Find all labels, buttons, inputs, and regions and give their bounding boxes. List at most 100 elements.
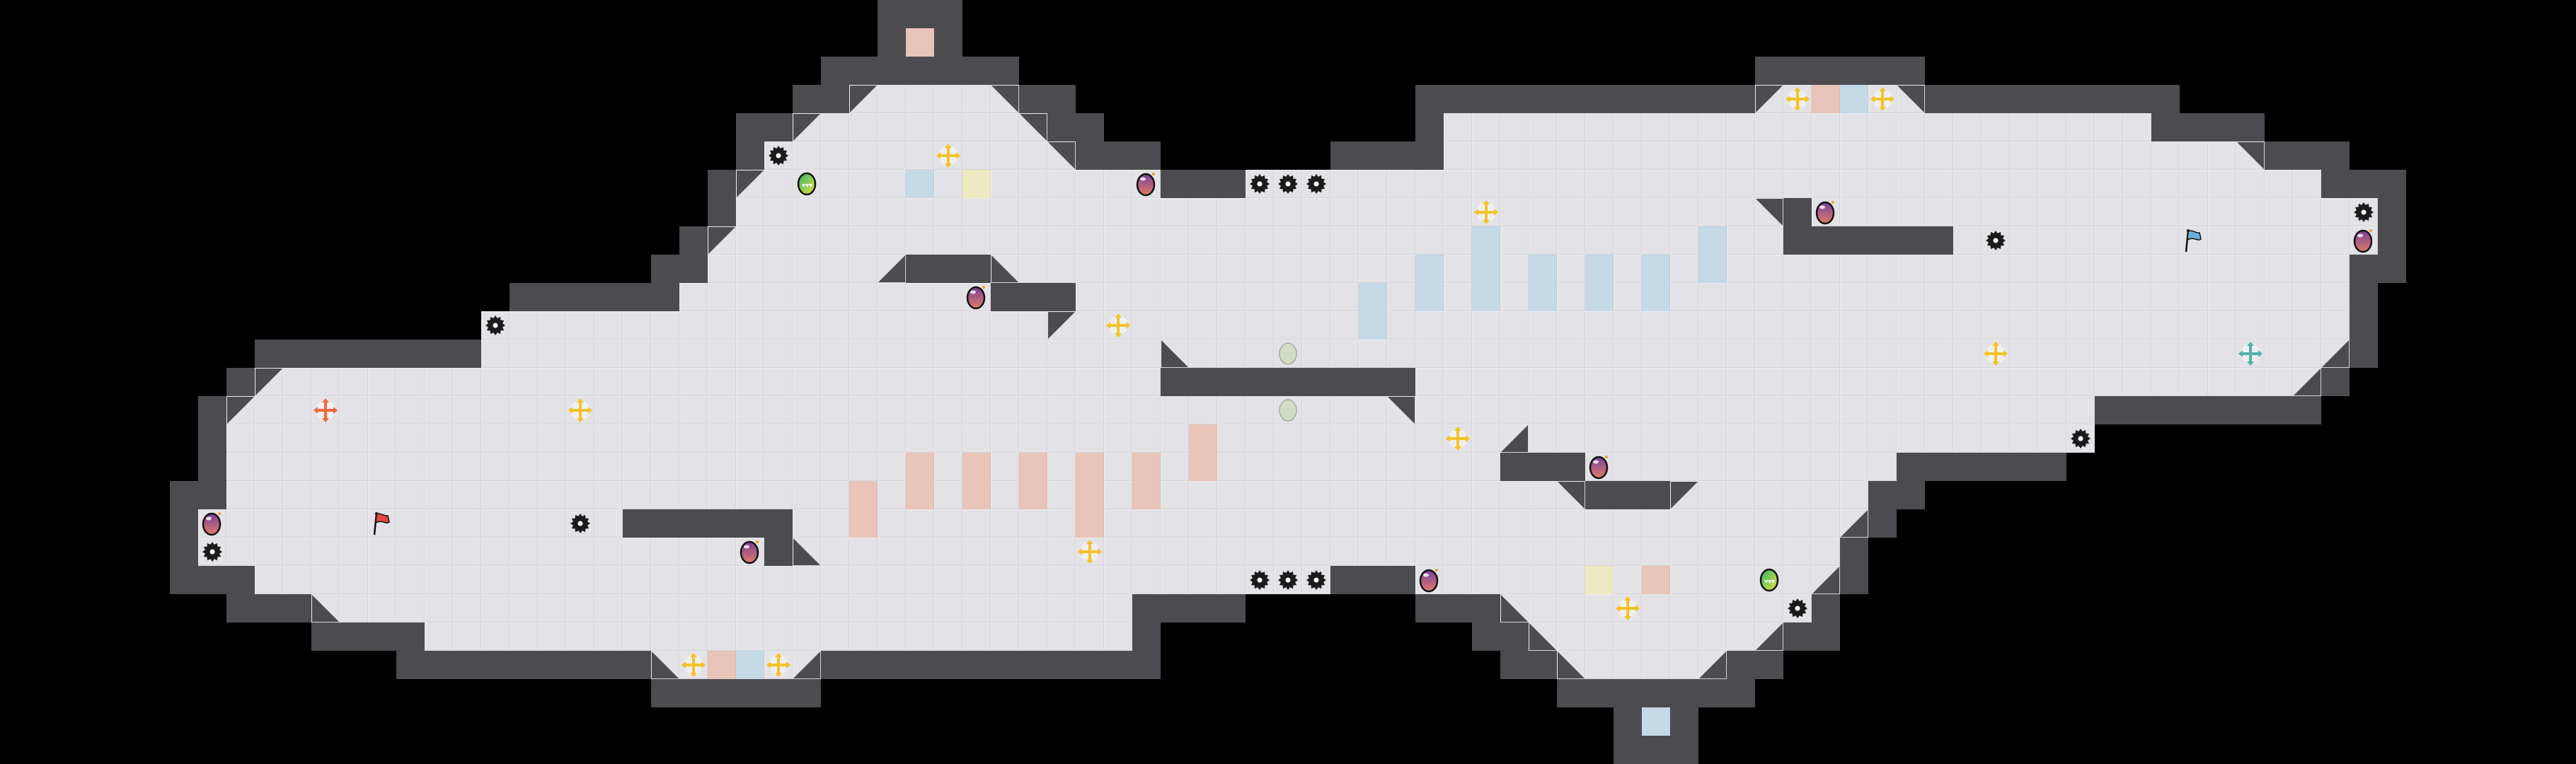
wall-tile (2010, 85, 2038, 113)
floor-tile (340, 368, 368, 396)
floor-tile (566, 424, 594, 453)
wall-tile (708, 198, 736, 226)
floor-tile (1444, 509, 1472, 538)
floor-tile (1698, 368, 1727, 396)
floor-tile (1670, 198, 1698, 226)
floor-tile (849, 424, 878, 453)
wall-tile (1727, 651, 1755, 679)
wall-tile (1670, 736, 1698, 764)
floor-tile (1019, 594, 1047, 623)
wall-tile (538, 283, 566, 311)
floor-tile (1812, 283, 1840, 311)
wall-tile (396, 623, 425, 651)
floor-tile (594, 396, 623, 424)
floor-tile (2236, 283, 2265, 311)
wall-tile (2095, 85, 2123, 113)
floor-tile (1302, 198, 1330, 226)
wall-corner (708, 227, 735, 254)
floor-tile (736, 340, 764, 368)
floor-tile (2123, 311, 2151, 340)
floor-tile (1500, 311, 1529, 340)
floor-tile (878, 566, 906, 594)
wall-corner (1048, 312, 1075, 339)
wall-tile (1812, 594, 1840, 623)
floor-tile (1840, 481, 1868, 509)
floor-tile (1047, 566, 1076, 594)
floor-tile (651, 340, 679, 368)
wall-tile (1217, 594, 1246, 623)
wall-tile (1868, 481, 1897, 509)
floor-tile (679, 340, 708, 368)
floor-tile (1019, 424, 1047, 453)
floor-tile (708, 283, 736, 311)
floor-tile (764, 283, 793, 311)
floor-tile (1868, 340, 1897, 368)
floor-tile (453, 623, 481, 651)
floor-tile (255, 424, 283, 453)
floor-tile (2038, 226, 2066, 255)
wall-tile (821, 85, 849, 113)
blue-boost-icon (2236, 340, 2265, 368)
wall-corner (1388, 397, 1415, 424)
floor-tile (849, 226, 878, 255)
red-team-tile (1076, 453, 1104, 481)
floor-tile (1132, 198, 1161, 226)
floor-tile (1529, 340, 1557, 368)
floor-tile (1387, 340, 1415, 368)
wall-tile (594, 283, 623, 311)
wall-tile (1868, 226, 1897, 255)
floor-tile (962, 509, 991, 538)
floor-tile (1472, 368, 1500, 396)
wall-tile (849, 57, 878, 85)
floor-tile (1953, 340, 1982, 368)
floor-tile (1840, 113, 1868, 141)
floor-tile (1246, 509, 1274, 538)
floor-tile (1274, 198, 1302, 226)
wall-corner (878, 255, 905, 282)
floor-tile (538, 566, 566, 594)
floor-tile (2208, 311, 2236, 340)
floor-tile (1783, 340, 1812, 368)
wall-tile (2321, 141, 2350, 170)
floor-tile (1217, 283, 1246, 311)
floor-tile (793, 453, 821, 481)
floor-tile (1104, 340, 1132, 368)
floor-tile (1614, 623, 1642, 651)
floor-tile (1897, 424, 1925, 453)
floor-tile (2010, 283, 2038, 311)
floor-tile (340, 396, 368, 424)
wall-tile (1557, 679, 1585, 707)
floor-tile (510, 623, 538, 651)
spike-icon (2066, 424, 2095, 453)
floor-tile (255, 538, 283, 566)
floor-tile (623, 623, 651, 651)
floor-tile (2066, 226, 2095, 255)
wall-tile (198, 396, 226, 424)
wall-tile (1076, 113, 1104, 141)
floor-tile (566, 481, 594, 509)
floor-tile (1897, 141, 1925, 170)
floor-tile (1104, 509, 1132, 538)
floor-tile (878, 340, 906, 368)
wall-tile (226, 594, 255, 623)
floor-tile (1812, 170, 1840, 198)
floor-tile (1019, 226, 1047, 255)
floor-tile (1925, 396, 1953, 424)
floor-tile (1840, 340, 1868, 368)
wall-tile (2350, 311, 2378, 340)
floor-tile (1246, 481, 1274, 509)
floor-tile (1019, 340, 1047, 368)
floor-tile (1585, 170, 1614, 198)
red-flag-icon (368, 509, 396, 538)
floor-tile (2066, 368, 2095, 396)
floor-tile (255, 566, 283, 594)
floor-tile (2123, 340, 2151, 368)
wall-tile (906, 0, 934, 28)
floor-tile (1076, 226, 1104, 255)
floor-tile (2095, 141, 2123, 170)
wall-tile (1897, 226, 1925, 255)
wall-tile (1727, 679, 1755, 707)
blue-team-tile (1840, 85, 1868, 113)
floor-tile (821, 396, 849, 424)
wall-corner (793, 114, 820, 141)
